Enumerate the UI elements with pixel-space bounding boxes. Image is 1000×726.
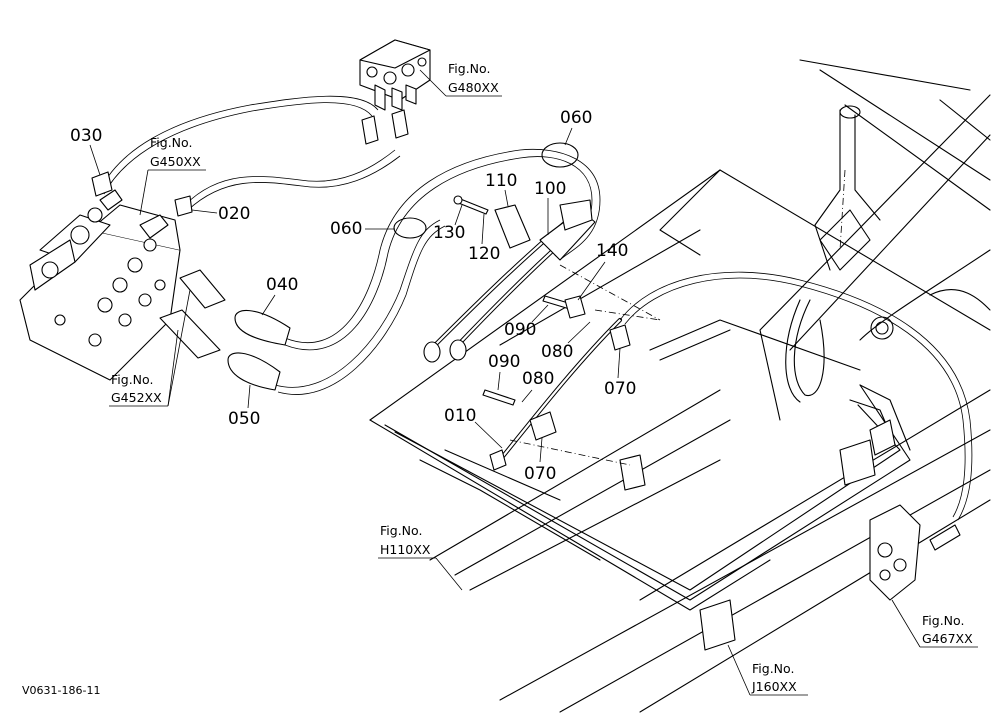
- fig-g480-ref: G480XX: [448, 80, 499, 95]
- callout-080-lower: 080: [521, 369, 554, 403]
- callout-110: 110: [485, 171, 517, 207]
- label-140: 140: [596, 241, 628, 261]
- fig-ref-g480: Fig.No. G480XX: [419, 61, 502, 97]
- fig-j160-ref: J160XX: [751, 679, 797, 694]
- fig-ref-j160: Fig.No. J160XX: [727, 644, 808, 696]
- drawing-code: V0631-186-11: [22, 684, 100, 697]
- fig-ref-g467: Fig.No. G467XX: [891, 599, 978, 648]
- valve-block-g480: [359, 39, 431, 111]
- label-080-upper: 080: [541, 342, 573, 362]
- fig-h110-ref: H110XX: [380, 542, 431, 557]
- label-070-lower: 070: [524, 464, 556, 484]
- fig-g480-title: Fig.No.: [448, 61, 490, 76]
- leader-lines: [509, 169, 846, 466]
- label-070-right: 070: [604, 379, 636, 399]
- label-060-left: 060: [330, 219, 362, 239]
- label-050: 050: [228, 409, 260, 429]
- callout-040: 040: [261, 275, 298, 316]
- callout-080-upper: 080: [541, 321, 591, 362]
- callout-020: 020: [191, 204, 250, 224]
- callout-030: 030: [70, 126, 102, 176]
- frame-outline: [369, 59, 991, 713]
- label-030: 030: [70, 126, 102, 146]
- figure-references: Fig.No. G480XX Fig.No. G450XX Fig.No. G4…: [109, 61, 978, 696]
- fig-g450-title: Fig.No.: [150, 135, 192, 150]
- fig-ref-h110: Fig.No. H110XX: [378, 523, 463, 591]
- label-010: 010: [444, 406, 476, 426]
- callout-120: 120: [468, 213, 500, 264]
- label-110: 110: [485, 171, 517, 191]
- callout-090-lower: 090: [488, 352, 520, 391]
- fig-g467-ref: G467XX: [922, 631, 973, 646]
- callout-070-lower: 070: [524, 437, 556, 484]
- label-090-upper: 090: [504, 320, 536, 340]
- callout-130: 130: [433, 204, 465, 243]
- label-060-top: 060: [560, 108, 592, 128]
- label-120: 120: [468, 244, 500, 264]
- label-080-lower: 080: [522, 369, 554, 389]
- callout-050: 050: [228, 384, 260, 429]
- callout-100: 100: [534, 179, 566, 235]
- control-valve: [19, 189, 181, 381]
- callout-060-left: 060: [330, 219, 395, 239]
- fig-g452-title: Fig.No.: [111, 372, 153, 387]
- label-040: 040: [266, 275, 298, 295]
- fig-ref-g450: Fig.No. G450XX: [139, 135, 206, 216]
- fittings: [91, 109, 961, 651]
- label-020: 020: [218, 204, 250, 224]
- callout-140: 140: [577, 241, 628, 301]
- callout-060-top: 060: [560, 108, 592, 146]
- fig-g450-ref: G450XX: [150, 154, 201, 169]
- label-090-lower: 090: [488, 352, 520, 372]
- label-100: 100: [534, 179, 566, 199]
- callout-010: 010: [444, 406, 503, 449]
- fig-h110-title: Fig.No.: [380, 523, 422, 538]
- fig-j160-title: Fig.No.: [752, 661, 794, 676]
- callout-070-right: 070: [604, 347, 636, 399]
- label-130: 130: [433, 223, 465, 243]
- fig-g452-ref: G452XX: [111, 390, 162, 405]
- fig-ref-g452: Fig.No. G452XX: [109, 289, 191, 407]
- fig-g467-title: Fig.No.: [922, 613, 964, 628]
- callouts: 030 020 040 050 060 060 110 100: [70, 108, 636, 484]
- callout-090-upper: 090: [504, 304, 549, 340]
